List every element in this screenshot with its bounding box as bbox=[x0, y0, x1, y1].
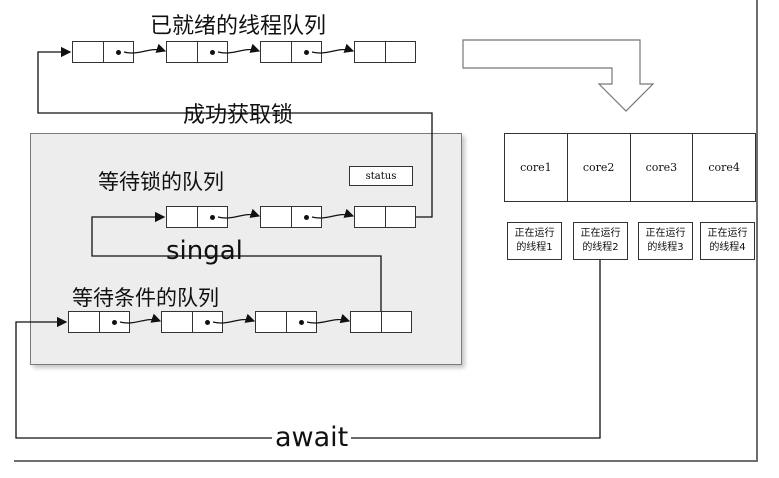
frame-right-border bbox=[756, 0, 758, 462]
lock-node-2 bbox=[260, 206, 322, 228]
running-thread-4: 正在运行的线程4 bbox=[700, 222, 755, 260]
core-2: core2 bbox=[566, 134, 630, 201]
dispatch-arrow-icon bbox=[462, 39, 655, 112]
ready-node-2 bbox=[166, 41, 228, 63]
cond-node-3 bbox=[255, 311, 317, 333]
ready-node-3 bbox=[260, 41, 322, 63]
running-thread-2: 正在运行的线程2 bbox=[573, 222, 628, 260]
ready-link-3 bbox=[311, 43, 355, 54]
signal-path bbox=[91, 211, 382, 311]
ready-link-1 bbox=[123, 43, 167, 54]
running-thread-3-line-2: 的线程3 bbox=[647, 242, 684, 253]
pointer-dot bbox=[115, 49, 121, 55]
lock-acquired-path bbox=[37, 46, 433, 218]
ready-node-1 bbox=[72, 41, 134, 63]
pointer-dot bbox=[111, 319, 117, 325]
pointer-dot bbox=[204, 319, 210, 325]
running-thread-3: 正在运行的线程3 bbox=[638, 222, 693, 260]
await-path bbox=[15, 260, 601, 439]
lock-link-2 bbox=[311, 208, 355, 219]
pointer-dot bbox=[303, 49, 309, 55]
cond-link-1 bbox=[119, 313, 162, 324]
pointer-dot bbox=[209, 214, 215, 220]
cond-node-1 bbox=[68, 311, 130, 333]
cond-node-4 bbox=[350, 311, 412, 333]
pointer-dot bbox=[303, 214, 309, 220]
ready-node-4 bbox=[354, 41, 416, 63]
running-thread-3-line-1: 正在运行 bbox=[645, 228, 686, 239]
await-label: await bbox=[272, 422, 352, 453]
ready-queue-title: 已就绪的线程队列 bbox=[150, 14, 327, 39]
signal-label: singal bbox=[164, 236, 245, 266]
lock-link-1 bbox=[217, 208, 261, 219]
lock-node-1 bbox=[166, 206, 228, 228]
running-thread-2-line-2: 的线程2 bbox=[582, 242, 619, 253]
lock-node-3 bbox=[354, 206, 416, 228]
core-1: core1 bbox=[520, 161, 552, 174]
running-thread-2-line-1: 正在运行 bbox=[580, 228, 621, 239]
running-thread-4-line-2: 的线程4 bbox=[709, 242, 746, 253]
ready-link-2 bbox=[217, 43, 261, 54]
running-thread-1-line-2: 的线程1 bbox=[516, 242, 553, 253]
core-4: core4 bbox=[692, 134, 755, 201]
running-thread-1: 正在运行的线程1 bbox=[507, 222, 562, 260]
lock-wait-queue-title: 等待锁的队列 bbox=[98, 170, 224, 194]
core-3: core3 bbox=[629, 134, 693, 201]
running-thread-4-line-1: 正在运行 bbox=[707, 228, 748, 239]
pointer-dot bbox=[209, 49, 215, 55]
cond-node-2 bbox=[161, 311, 223, 333]
frame-bottom-border bbox=[14, 460, 758, 462]
condition-queue-title: 等待条件的队列 bbox=[72, 286, 219, 310]
cpu-cores: core1 core2 core3 core4 bbox=[504, 133, 756, 202]
cond-link-2 bbox=[212, 313, 256, 324]
status-box: status bbox=[349, 166, 413, 186]
running-thread-1-line-1: 正在运行 bbox=[514, 228, 555, 239]
cond-link-3 bbox=[306, 313, 351, 324]
pointer-dot bbox=[298, 319, 304, 325]
